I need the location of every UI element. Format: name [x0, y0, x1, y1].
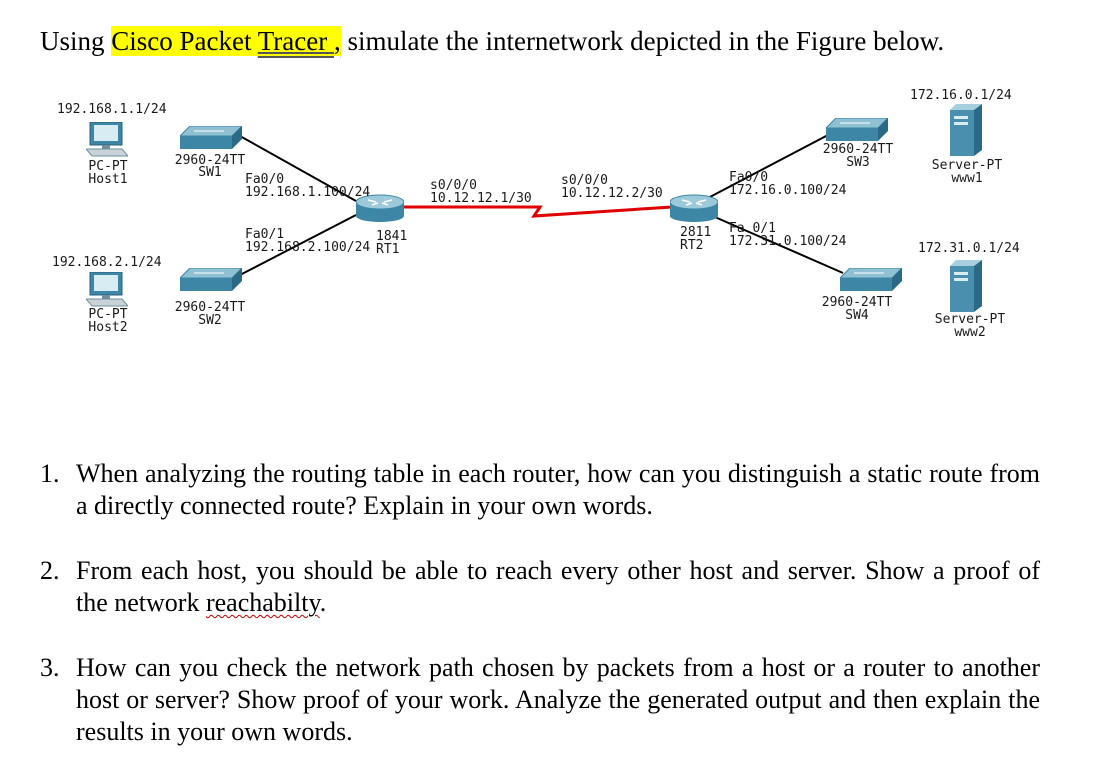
sw1-name: SW1	[198, 165, 222, 180]
switch-icon[interactable]	[826, 118, 888, 142]
intro-sentence: Using Cisco Packet Tracer , simulate the…	[40, 26, 944, 57]
rt2-model: 2811	[680, 225, 712, 240]
www1-type: Server-PT	[931, 158, 1003, 173]
misspelled-word: reachabilty	[205, 588, 320, 617]
sw3-name: SW3	[846, 155, 870, 170]
link-rt1-rt2-serial	[404, 205, 673, 218]
highlight-part-a: Cisco Packet	[111, 26, 258, 56]
host1-ip: 192.168.1.1/24	[57, 102, 167, 117]
question-text: From each host, you should be able to re…	[76, 556, 1040, 617]
rt2-serial-label: s0/0/0	[561, 173, 608, 188]
switch-icon[interactable]	[840, 268, 902, 292]
topology-links	[237, 134, 844, 277]
question-text-end: .	[319, 588, 327, 617]
router-icon[interactable]	[356, 194, 404, 222]
rt2-serial-ip: 10.12.12.2/30	[561, 186, 663, 201]
rt1-fa00-label: Fa0/0	[245, 172, 285, 187]
host1-type: PC-PT	[88, 159, 128, 174]
server-icon[interactable]	[950, 260, 982, 312]
question-number: 2.	[40, 556, 60, 585]
rt1-name: RT1	[376, 242, 400, 257]
pc-icon[interactable]	[86, 122, 128, 158]
www2-ip: 172.31.0.1/24	[918, 241, 1020, 256]
rt2-name: RT2	[680, 238, 704, 253]
highlighted-software-name: Cisco Packet Tracer ,	[111, 26, 341, 56]
question-number: 1.	[40, 459, 60, 488]
rt1-model: 1841	[376, 229, 408, 244]
www2-type: Server-PT	[934, 312, 1006, 327]
sw3-model: 2960-24TT	[822, 142, 894, 157]
sw1-model: 2960-24TT	[174, 153, 246, 168]
switch-icon[interactable]	[180, 268, 242, 292]
question-item: 3. How can you check the network path ch…	[40, 652, 1040, 748]
sw4-name: SW4	[845, 308, 869, 323]
host2-name: Host2	[88, 320, 128, 335]
link-rt2-sw4	[707, 213, 844, 274]
www1-name: www1	[951, 171, 983, 186]
host2-type: PC-PT	[88, 307, 128, 322]
host2-ip: 192.168.2.1/24	[52, 255, 162, 270]
rt1-fa00-ip: 192.168.1.100/24	[245, 185, 371, 200]
host1-name: Host1	[88, 172, 128, 187]
rt1-fa01-label: Fa0/1	[245, 227, 285, 242]
rt2-fa00-label: Fa0/0	[729, 170, 769, 185]
rt1-fa01-ip: 192.168.2.100/24	[245, 240, 371, 255]
question-number: 3.	[40, 653, 60, 682]
www2-name: www2	[954, 325, 986, 340]
highlight-part-b: Tracer	[257, 26, 334, 56]
router-icon[interactable]	[670, 194, 718, 222]
pc-icon[interactable]	[86, 272, 128, 308]
switch-icon[interactable]	[180, 126, 242, 150]
question-item: 1. When analyzing the routing table in e…	[40, 458, 1040, 522]
intro-suffix: simulate the internetwork depicted in th…	[340, 26, 945, 56]
rt1-serial-label: s0/0/0	[430, 178, 477, 193]
link-rt2-sw3	[707, 134, 829, 199]
sw2-model: 2960-24TT	[174, 300, 246, 315]
rt1-serial-ip: 10.12.12.1/30	[430, 191, 532, 206]
server-icon[interactable]	[950, 104, 982, 156]
question-text: When analyzing the routing table in each…	[76, 459, 1040, 520]
link-rt1-sw2	[237, 214, 357, 277]
network-topology-diagram: 192.168.1.1/24 PC-PT Host1 2960-24TT SW1…	[0, 80, 1109, 360]
sw4-model: 2960-24TT	[821, 295, 893, 310]
question-item: 2. From each host, you should be able to…	[40, 555, 1040, 619]
rt2-fa01-label: Fa 0/1	[729, 221, 776, 236]
rt2-fa00-ip: 172.16.0.100/24	[729, 183, 847, 198]
www1-ip: 172.16.0.1/24	[910, 88, 1012, 103]
link-rt1-sw1	[239, 135, 357, 202]
highlight-comma: ,	[333, 26, 341, 56]
question-list: 1. When analyzing the routing table in e…	[40, 458, 1040, 781]
rt2-fa01-ip: 172.31.0.100/24	[729, 234, 847, 249]
question-text: How can you check the network path chose…	[76, 653, 1040, 746]
sw2-name: SW2	[198, 313, 222, 328]
intro-prefix: Using	[40, 26, 112, 56]
